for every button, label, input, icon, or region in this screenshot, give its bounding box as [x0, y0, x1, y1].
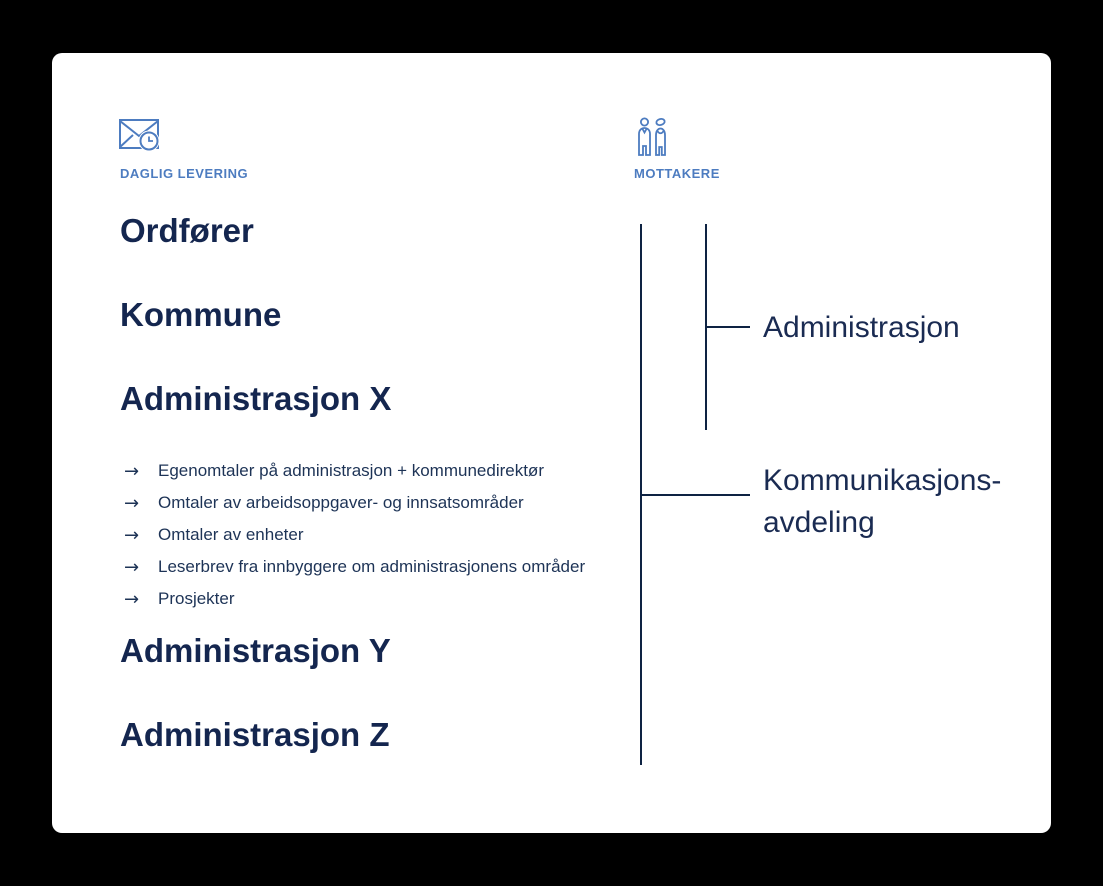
arrow-right-icon: → [124, 556, 140, 578]
bracket-tick-administrasjon [705, 326, 750, 328]
heading-kommune: Kommune [120, 296, 282, 333]
list-item-text: Omtaler av enheter [158, 525, 304, 544]
arrow-right-icon: → [124, 460, 140, 482]
list-item-text: Prosjekter [158, 589, 235, 608]
list-item: → Egenomtaler på administrasjon + kommun… [124, 455, 585, 487]
recipient-administrasjon: Administrasjon [763, 311, 960, 344]
list-item-text: Leserbrev fra innbyggere om administrasj… [158, 557, 586, 576]
arrow-right-icon: → [124, 492, 140, 514]
heading-administrasjon-z: Administrasjon Z [120, 716, 390, 753]
heading-administrasjon-y: Administrasjon Y [120, 632, 391, 669]
bracket-tick-kommunikasjonsavdeling [640, 494, 750, 496]
admin-x-item-list: → Egenomtaler på administrasjon + kommun… [124, 455, 585, 615]
recipients-label: MOTTAKERE [634, 166, 720, 181]
recipient-line-1: Kommunikasjons- [763, 464, 1002, 497]
heading-administrasjon-x: Administrasjon X [120, 380, 392, 417]
recipient-kommunikasjonsavdeling: Kommunikasjons- avdeling [763, 460, 1001, 544]
list-item: → Omtaler av enheter [124, 519, 585, 551]
arrow-right-icon: → [124, 524, 140, 546]
daily-delivery-label: DAGLIG LEVERING [120, 166, 249, 181]
list-item: → Omtaler av arbeidsoppgaver- og innsats… [124, 487, 585, 519]
arrow-right-icon: → [124, 588, 140, 610]
envelope-clock-icon [118, 117, 162, 155]
content-card: DAGLIG LEVERING Ordfører Kommune Adminis… [52, 53, 1051, 833]
heading-ordforer: Ordfører [120, 212, 254, 249]
list-item-text: Omtaler av arbeidsoppgaver- og innsatsom… [158, 493, 524, 512]
people-icon [637, 117, 669, 157]
list-item: → Leserbrev fra innbyggere om administra… [124, 551, 585, 583]
list-item-text: Egenomtaler på administrasjon + kommuned… [158, 461, 544, 480]
list-item: → Prosjekter [124, 583, 585, 615]
recipient-line-2: avdeling [763, 506, 875, 539]
